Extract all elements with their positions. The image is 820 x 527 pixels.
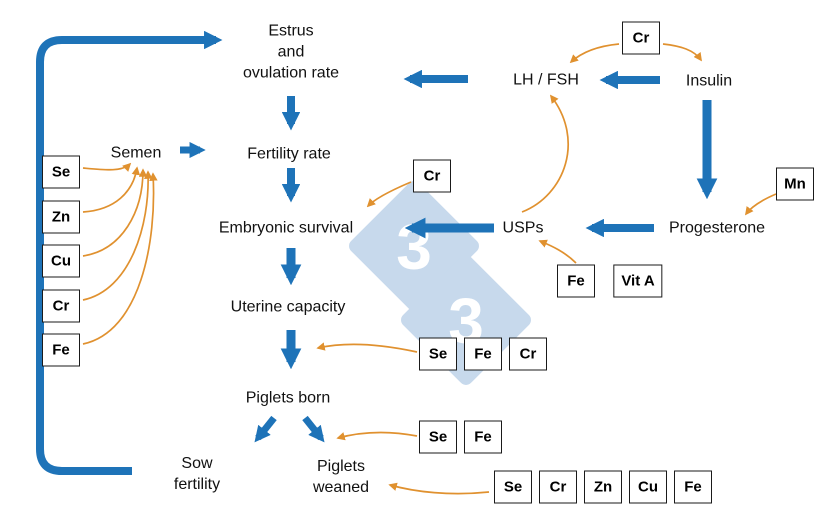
node-embryonic-survival: Embryonic survival	[218, 219, 354, 237]
mineral-box-uterine-cr: Cr	[509, 337, 547, 371]
node-insulin: Insulin	[685, 72, 733, 90]
mineral-box-born-fe: Fe	[464, 420, 502, 454]
mineral-box-weaned-zn: Zn	[584, 470, 622, 504]
arrow-cr-to-lhfsh	[569, 43, 620, 64]
arrow-cr-to-embryonic	[366, 181, 412, 208]
mineral-box-mn: Mn	[776, 167, 814, 201]
arrow-feedback-loop	[36, 30, 223, 475]
arrow-zn-to-semen	[82, 166, 141, 213]
watermark-digit: 3	[396, 211, 432, 283]
arrow-born-to-sow-fertility	[254, 415, 277, 443]
arrow-minerals-to-weaned	[388, 482, 490, 495]
mineral-box-semen-se: Se	[42, 155, 80, 189]
arrow-minerals-to-born	[336, 431, 418, 441]
node-estrus-ovulation: Estrus and ovulation rate	[242, 22, 340, 82]
arrow-mn-to-progesterone	[744, 193, 777, 216]
arrow-cr-to-semen	[82, 170, 153, 301]
mineral-box-vita-usps: Vit A	[613, 264, 663, 298]
mineral-box-cr-embryonic: Cr	[413, 159, 451, 193]
mineral-box-cr-top: Cr	[622, 21, 660, 55]
mineral-box-semen-cu: Cu	[42, 244, 80, 278]
mineral-box-uterine-se: Se	[419, 337, 457, 371]
arrow-born-to-weaned	[302, 415, 325, 443]
mineral-box-born-se: Se	[419, 420, 457, 454]
arrow-usps-to-lhfsh	[521, 94, 569, 213]
node-sow-fertility: Sow fertility	[173, 454, 221, 493]
arrow-fe-vita-to-usps	[538, 239, 577, 264]
node-fertility-rate: Fertility rate	[247, 145, 331, 163]
arrow-cu-to-semen	[82, 168, 148, 257]
mineral-box-weaned-cu: Cu	[629, 470, 667, 504]
mineral-box-weaned-se: Se	[494, 470, 532, 504]
mineral-box-weaned-cr: Cr	[539, 470, 577, 504]
node-progesterone: Progesterone	[668, 219, 766, 237]
node-usps: USPs	[502, 219, 544, 237]
arrow-cr-to-insulin	[662, 43, 702, 62]
mineral-box-fe-usps: Fe	[557, 264, 595, 298]
node-uterine-capacity: Uterine capacity	[230, 298, 346, 316]
node-piglets-born: Piglets born	[245, 389, 331, 407]
node-semen: Semen	[110, 144, 162, 162]
node-lh-fsh: LH / FSH	[513, 71, 579, 89]
arrow-minerals-to-uterine	[316, 342, 418, 353]
node-piglets-weaned: Piglets weaned	[312, 457, 370, 496]
mineral-box-semen-zn: Zn	[42, 200, 80, 234]
arrow-se-to-semen	[82, 162, 132, 172]
mineral-box-weaned-fe: Fe	[674, 470, 712, 504]
mineral-box-uterine-fe: Fe	[464, 337, 502, 371]
arrow-fe-to-semen	[82, 172, 158, 345]
mineral-box-semen-fe: Fe	[42, 333, 80, 367]
mineral-box-semen-cr: Cr	[42, 289, 80, 323]
